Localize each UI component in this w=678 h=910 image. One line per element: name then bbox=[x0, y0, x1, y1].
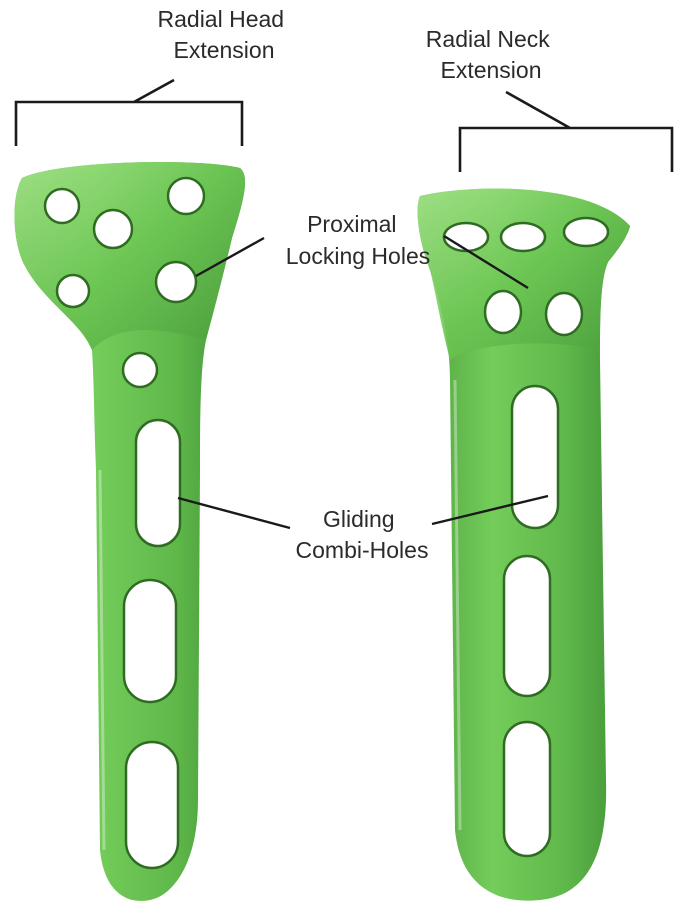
locking-hole bbox=[501, 223, 545, 251]
locking-hole bbox=[444, 223, 488, 251]
combi-hole bbox=[126, 742, 178, 868]
combi-hole bbox=[136, 420, 180, 546]
locking-hole bbox=[156, 262, 196, 302]
locking-hole bbox=[564, 218, 608, 246]
radial-neck-bracket bbox=[460, 92, 672, 172]
radial-neck-plate bbox=[418, 189, 630, 901]
proximal-locking-holes-label: Proximal Locking Holes bbox=[286, 211, 430, 269]
locking-hole bbox=[57, 275, 89, 307]
combi-hole bbox=[504, 722, 550, 856]
radial-neck-plate-head-highlight bbox=[418, 189, 630, 360]
combi-hole bbox=[504, 556, 550, 696]
locking-hole bbox=[485, 291, 521, 333]
gliding-combi-holes-label: Gliding Combi-Holes bbox=[296, 506, 429, 563]
locking-hole bbox=[123, 353, 157, 387]
locking-hole bbox=[94, 210, 132, 248]
combi-hole bbox=[512, 386, 558, 528]
radial-neck-label: Radial Neck Extension bbox=[426, 26, 556, 83]
radial-head-bracket bbox=[16, 80, 242, 146]
combi-hole bbox=[124, 580, 176, 702]
locking-hole bbox=[45, 189, 79, 223]
radial-head-label: Radial Head Extension bbox=[158, 6, 291, 63]
radial-head-plate bbox=[15, 162, 246, 901]
locking-hole bbox=[168, 178, 204, 214]
radial-head-plate-head-highlight bbox=[15, 162, 246, 350]
locking-hole bbox=[546, 293, 582, 335]
